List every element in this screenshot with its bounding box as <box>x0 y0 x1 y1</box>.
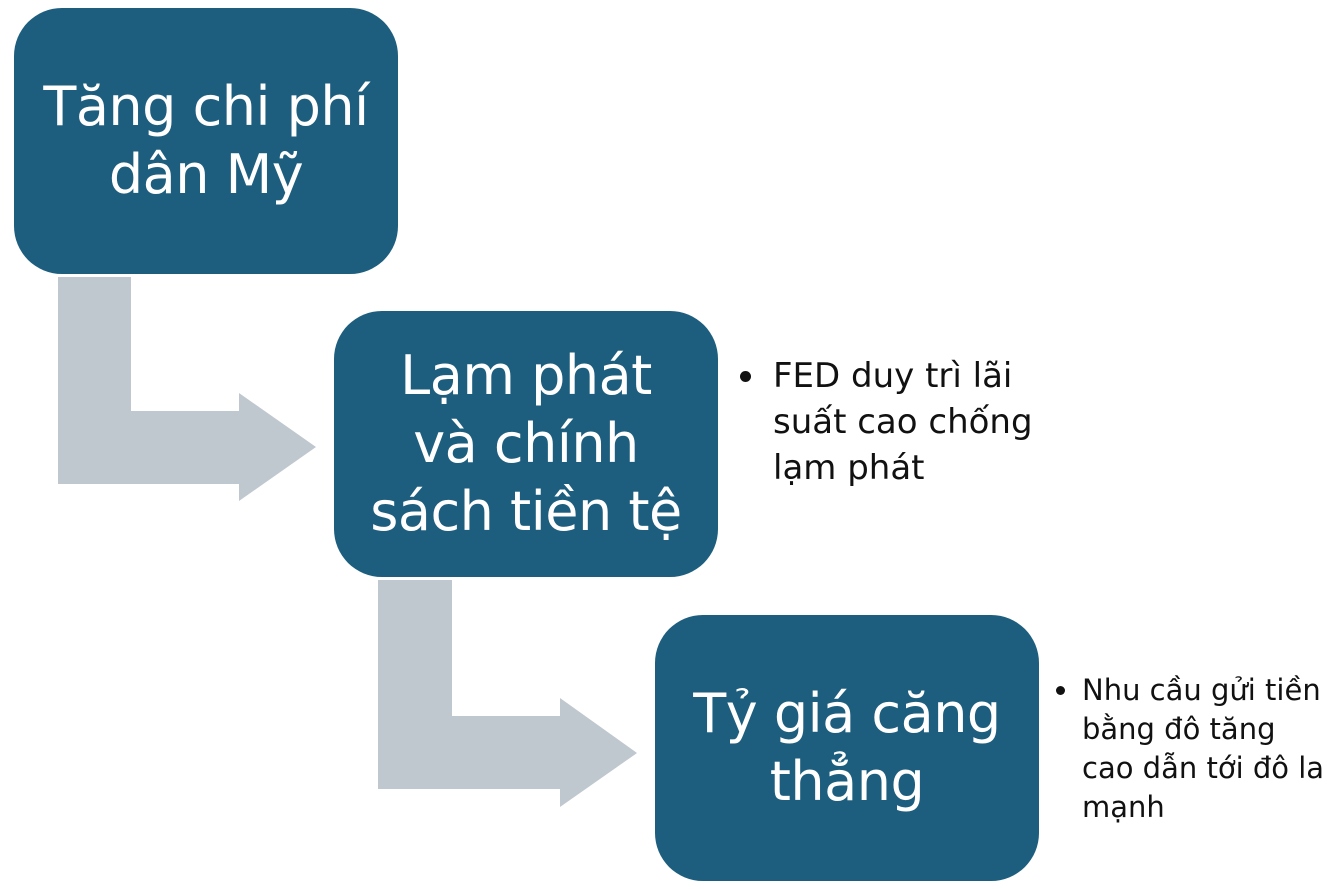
note-text: FED duy trì lãi suất cao chống lạm phát <box>773 356 1033 488</box>
note-text: Nhu cầu gửi tiền bằng đô tăng cao dẫn tớ… <box>1082 673 1325 824</box>
note-dollar-demand: Nhu cầu gửi tiền bằng đô tăng cao dẫn tớ… <box>1056 671 1332 827</box>
step-label-line: Tỷ giá căng <box>693 682 1001 745</box>
step-label: Tăng chi phí dân Mỹ <box>43 73 369 209</box>
step-label-line: dân Mỹ <box>108 143 304 206</box>
bent-arrow-step1-to-step2 <box>58 277 316 501</box>
step-label-line: sách tiền tệ <box>370 480 682 543</box>
bullet-dot-icon <box>1056 686 1065 695</box>
step-box-rising-us-spending: Tăng chi phí dân Mỹ <box>14 8 398 274</box>
step-label-line: và chính <box>413 412 639 475</box>
step-box-inflation-monetary-policy: Lạm phát và chính sách tiền tệ <box>334 311 718 577</box>
bent-arrow-step2-to-step3 <box>378 580 637 807</box>
note-fed-policy: FED duy trì lãi suất cao chống lạm phát <box>740 353 1033 491</box>
step-label-line: Lạm phát <box>400 344 652 407</box>
step-label-line: Tăng chi phí <box>43 75 369 138</box>
bullet-dot-icon <box>740 371 751 382</box>
step-label: Tỷ giá căng thẳng <box>693 680 1001 816</box>
step-label: Lạm phát và chính sách tiền tệ <box>370 342 682 546</box>
step-box-exchange-rate-tension: Tỷ giá căng thẳng <box>655 615 1039 881</box>
step-label-line: thẳng <box>769 750 925 813</box>
